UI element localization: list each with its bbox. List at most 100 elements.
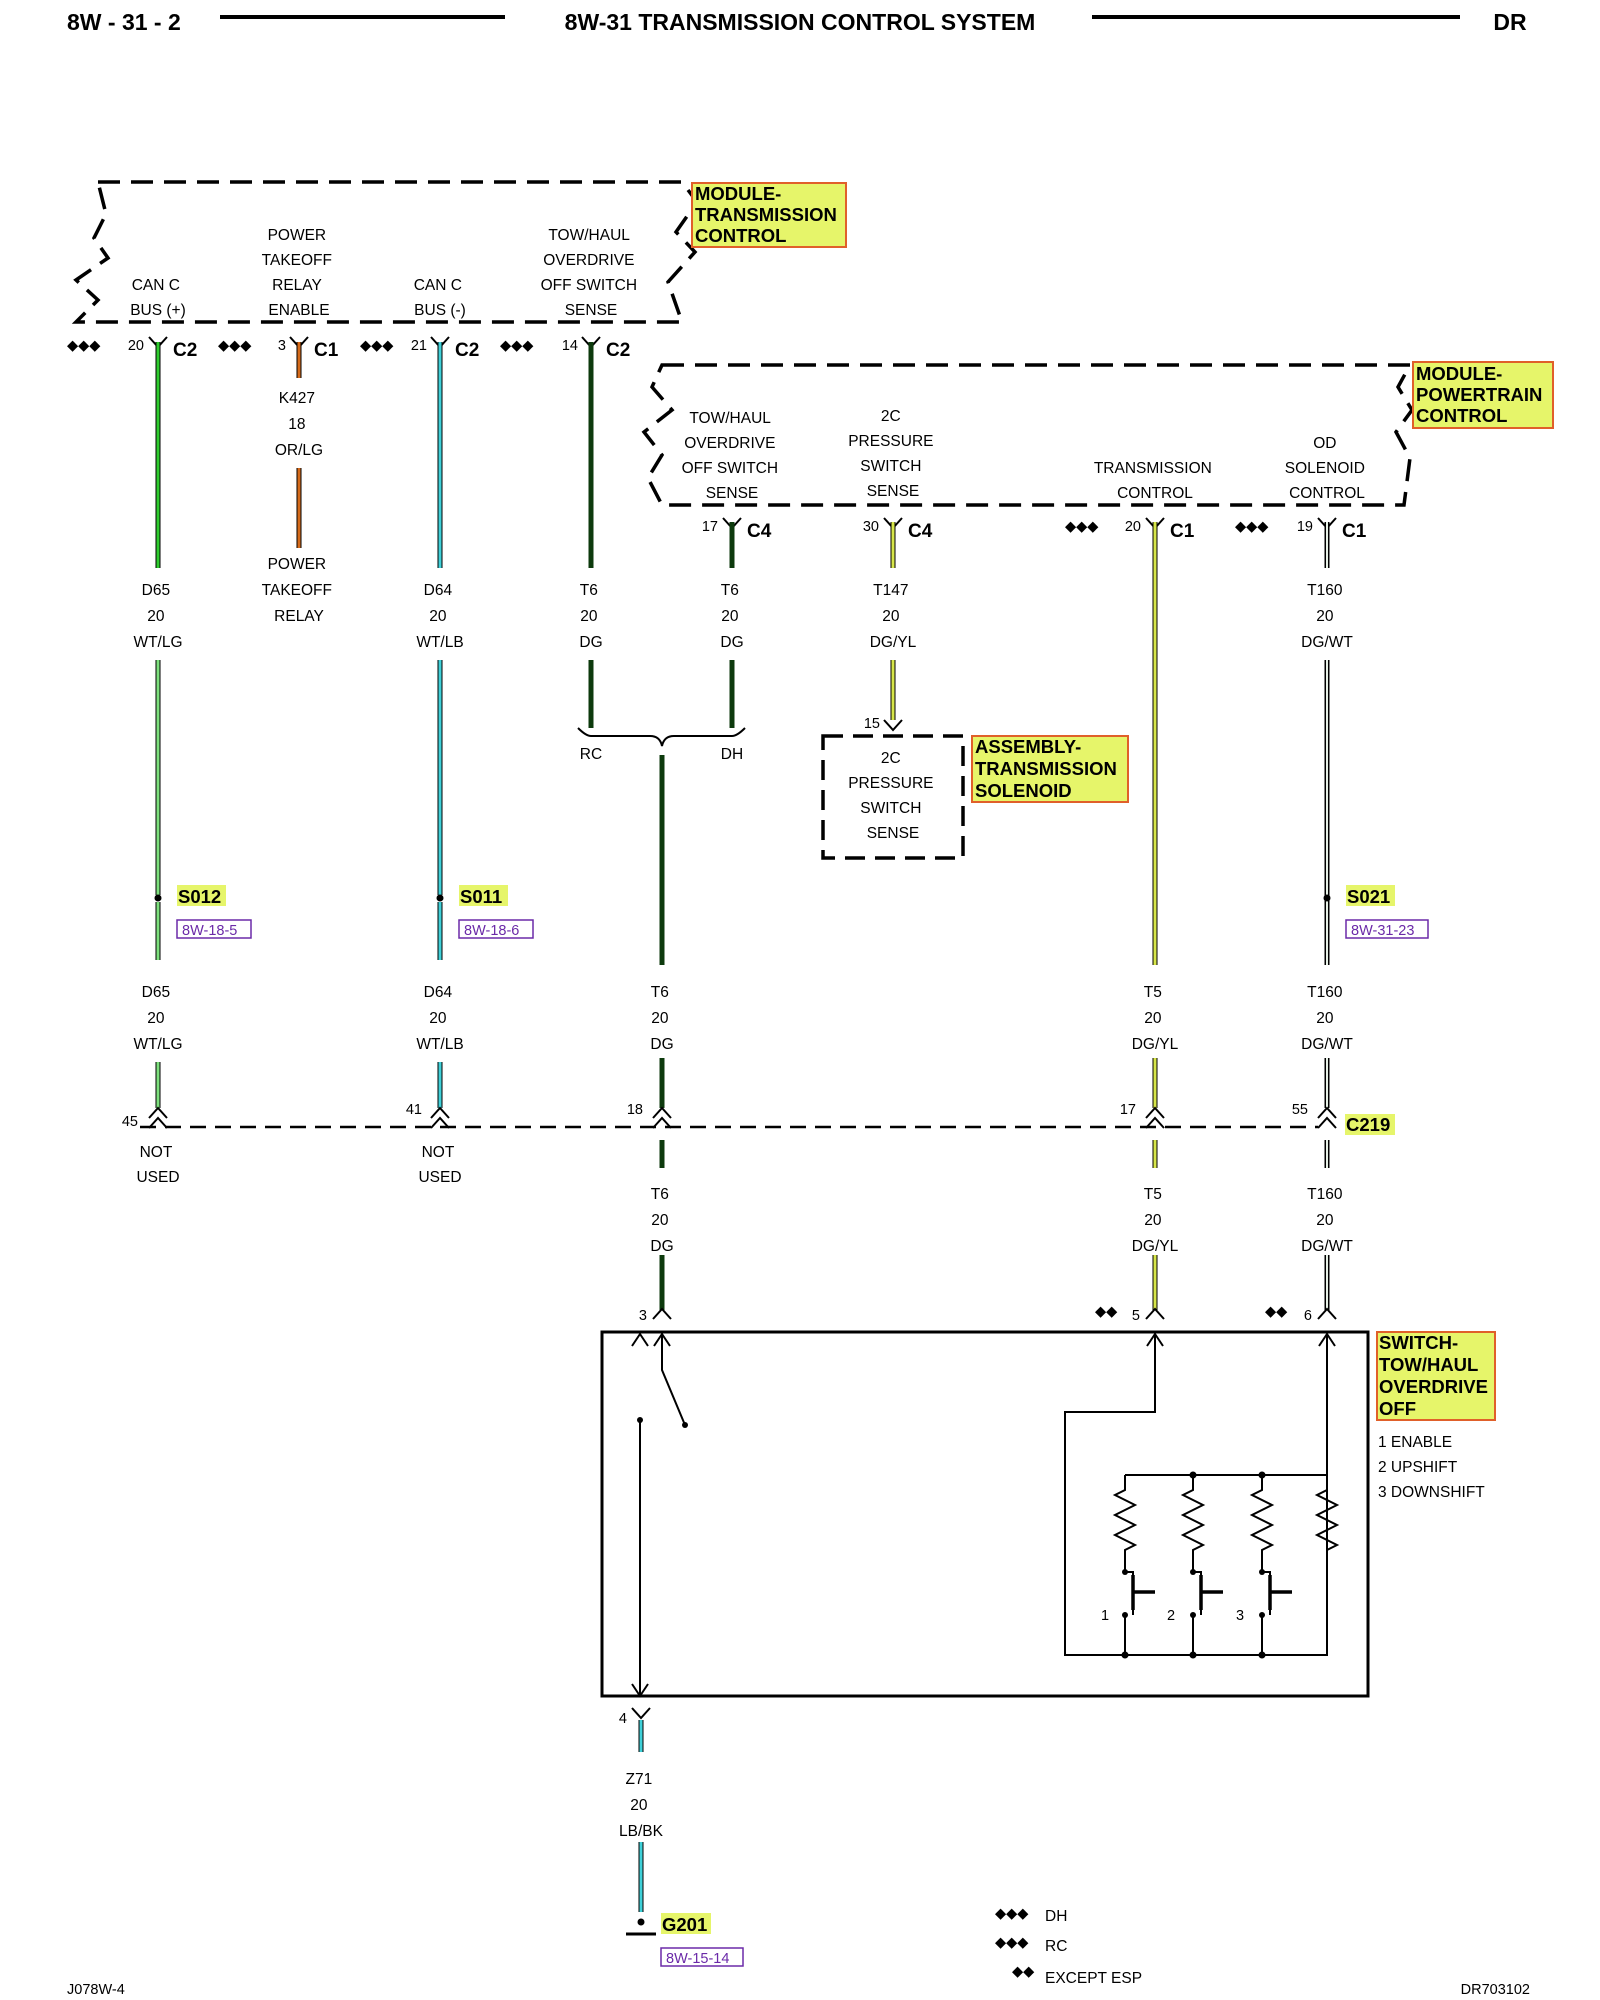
pcm-pin-label-2c-pressure: 2C PRESSURE SWITCH SENSE — [848, 408, 938, 500]
splice-id: S021 — [1347, 886, 1390, 907]
footer-right-code: DR703102 — [1461, 1982, 1530, 1998]
arrow-icon — [1318, 1332, 1336, 1347]
c219-name: C219 — [1346, 1114, 1390, 1135]
legend-text: DH — [1045, 1908, 1067, 1925]
wire-label-t160: T160 20 DG/WT — [1301, 984, 1353, 1053]
switch-pins: 3 ◆◆ 5 ◆◆ 6 — [639, 1304, 1337, 1324]
contact-number: 3 — [1236, 1608, 1244, 1624]
diamond-marker: ◆◆ — [1095, 1304, 1118, 1320]
junction-dots — [637, 1417, 1266, 1659]
pcm-outline — [641, 363, 1415, 507]
pcm-name: MODULE- POWERTRAIN CONTROL — [1416, 363, 1548, 426]
splice-dot — [154, 894, 162, 902]
pcm-pin-label-tow-haul: TOW/HAUL OVERDRIVE OFF SWITCH SENSE — [682, 410, 783, 502]
solenoid-outline — [821, 734, 965, 860]
pushbuttons — [1131, 1575, 1292, 1610]
legend-text: RC — [1045, 1938, 1067, 1955]
splice-dot — [436, 894, 444, 902]
tcm-connectors: ◆◆◆ 20 C2 ◆◆◆ 3 C1 ◆◆◆ 21 C2 ◆◆◆ 14 C2 — [67, 336, 630, 361]
resistor-2 — [1180, 1475, 1206, 1572]
wire-label-k427: K427 18 OR/LG — [275, 390, 323, 459]
connector-fork — [1317, 1307, 1337, 1320]
variant-fork — [577, 727, 746, 747]
connector-id: C1 — [1170, 521, 1195, 542]
pin-number: 17 — [1120, 1102, 1136, 1118]
pin-number: 20 — [128, 338, 144, 354]
pcm-module: MODULE- POWERTRAIN CONTROL TOW/HAUL OVER… — [641, 361, 1554, 507]
connector-id: C4 — [747, 521, 772, 542]
ground-ref-link[interactable]: 8W-15-14 — [666, 1951, 729, 1967]
resistor-1 — [1112, 1475, 1138, 1572]
connector-id: C2 — [606, 340, 630, 361]
page-number: 8W - 31 - 2 — [67, 9, 181, 35]
resistor-4 — [1314, 1475, 1340, 1565]
arrow-icon — [631, 1683, 649, 1698]
splice-ref-link[interactable]: 8W-18-6 — [464, 923, 519, 939]
diamond-marker: ◆◆◆ — [1065, 519, 1099, 535]
wire-label-t6: T6 20 DG — [650, 1186, 673, 1255]
splice-id: S011 — [460, 886, 502, 907]
not-used-label: NOT USED — [418, 1144, 461, 1186]
connector-id: C1 — [314, 340, 339, 361]
model-code: DR — [1493, 9, 1527, 35]
pcm-label-box — [1412, 361, 1554, 429]
tcm-pin-label-can-c-minus: CAN C BUS (-) — [414, 277, 467, 319]
variant-dh-label: DH — [721, 746, 743, 763]
arrow-icon — [631, 1332, 649, 1347]
legend: ◆◆◆ DH ◆◆◆ RC ◆◆ EXCEPT ESP — [995, 1906, 1142, 1987]
splice-ref-box — [458, 919, 534, 939]
pin-number: 17 — [702, 519, 718, 535]
solenoid-label-box — [971, 735, 1129, 803]
arrow-icon — [653, 1332, 671, 1347]
switch-resistor-loop — [1064, 1334, 1328, 1656]
pcm-pin-label-od-solenoid: OD SOLENOID CONTROL — [1285, 435, 1369, 502]
splice-ref-box — [176, 919, 252, 939]
variant-rc-label: RC — [580, 746, 602, 763]
tcm-pin-label-tow-haul: TOW/HAUL OVERDRIVE OFF SWITCH SENSE — [541, 227, 642, 319]
wire-label-t160: T160 20 DG/WT — [1301, 582, 1353, 651]
connector-id: C1 — [1342, 521, 1367, 542]
connector-fork — [631, 1707, 651, 1720]
wire-label-t6: T6 20 DG — [650, 984, 673, 1053]
pin-number: 4 — [619, 1711, 627, 1727]
solenoid-assembly: 15 2C PRESSURE SWITCH SENSE ASSEMBLY- TR… — [821, 716, 1129, 860]
splice-ref-box — [1345, 919, 1429, 939]
wire-label-d64: D64 20 WT/LB — [416, 984, 463, 1053]
page-title: 8W-31 TRANSMISSION CONTROL SYSTEM — [565, 9, 1036, 35]
diamond-marker: ◆◆◆ — [218, 338, 252, 354]
tow-haul-switch: SWITCH- TOW/HAUL OVERDRIVE OFF 1 ENABLE … — [600, 1330, 1496, 1698]
diamond-marker: ◆◆◆ — [500, 338, 534, 354]
legend-symbol: ◆◆◆ — [995, 1935, 1029, 1951]
c219-pin-symbols — [148, 1106, 1337, 1129]
connector-id: C4 — [908, 521, 933, 542]
pin-number: 55 — [1292, 1102, 1308, 1118]
pin-number: 5 — [1132, 1308, 1140, 1324]
pin-number: 45 — [122, 1114, 138, 1130]
switch-outline — [600, 1330, 1370, 1698]
wires — [155, 342, 1330, 1912]
footer-left-code: J078W-4 — [67, 1982, 125, 1998]
switch-name: SWITCH- TOW/HAUL OVERDRIVE OFF — [1379, 1332, 1493, 1419]
pin-number: 3 — [639, 1308, 647, 1324]
tcm-pin-label-pto-relay: POWER TAKEOFF RELAY ENABLE — [262, 227, 337, 319]
wire-label-t5: T5 20 DG/YL — [1132, 1186, 1179, 1255]
pin-number: 19 — [1297, 519, 1313, 535]
pin-number: 41 — [406, 1102, 422, 1118]
legend-symbol: ◆◆◆ — [995, 1906, 1029, 1922]
ground-section: 4 Z71 20 LB/BK G201 8W-15-14 — [619, 1707, 744, 1967]
tcm-label-box — [691, 182, 847, 248]
pto-relay-label: POWER TAKEOFF RELAY — [262, 556, 337, 625]
splice-ref-link[interactable]: 8W-31-23 — [1351, 923, 1414, 939]
legend-text: EXCEPT ESP — [1045, 1970, 1142, 1987]
tcm-pin-label-can-c-plus: CAN C BUS (+) — [130, 277, 186, 319]
connector-fork — [883, 719, 903, 732]
splice-ref-link[interactable]: 8W-18-5 — [182, 923, 237, 939]
splice-label-bg — [177, 885, 226, 906]
connector-fork — [1145, 1307, 1165, 1320]
solenoid-name: ASSEMBLY- TRANSMISSION SOLENOID — [975, 736, 1122, 801]
wire-label-t6-tcm: T6 20 DG — [579, 582, 602, 651]
pin-number: 21 — [411, 338, 427, 354]
wire-label-t160: T160 20 DG/WT — [1301, 1186, 1353, 1255]
diamond-marker: ◆◆◆ — [67, 338, 101, 354]
